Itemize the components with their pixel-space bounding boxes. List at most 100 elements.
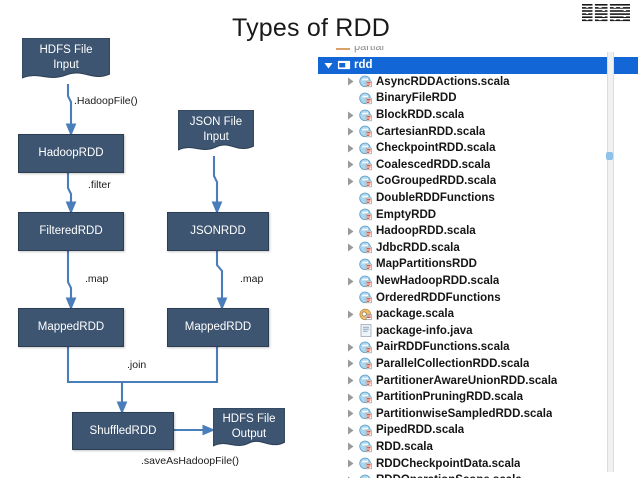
tree-row-label: CoalescedRDD.scala [376, 158, 491, 171]
node-label: ShuffledRDD [89, 424, 157, 437]
tree-row[interactable]: BinaryFileRDD [318, 90, 638, 107]
tree-row[interactable]: AsyncRDDActions.scala [318, 74, 638, 91]
edge-label-filter: .filter [88, 179, 111, 191]
tree-row-label: package.scala [376, 308, 455, 321]
scala-file-icon [358, 341, 373, 354]
tree-row[interactable]: CoGroupedRDD.scala [318, 173, 638, 190]
scala-file-icon [358, 374, 373, 387]
chevron-right-icon[interactable] [342, 459, 358, 468]
tree-row[interactable]: PartitionwiseSampledRDD.scala [318, 405, 638, 422]
tree-row[interactable]: HadoopRDD.scala [318, 223, 638, 240]
tree-row-label: EmptyRDD [376, 208, 437, 221]
tree-row[interactable]: package.scala [318, 306, 638, 323]
chevron-right-icon[interactable] [342, 426, 358, 435]
scala-file-icon [358, 109, 373, 122]
scrollbar-position-marker[interactable] [606, 152, 613, 160]
tree-row-label: PartitionwiseSampledRDD.scala [376, 407, 553, 420]
tree-row[interactable]: EmptyRDD [318, 206, 638, 223]
node-mappedrdd-left[interactable]: MappedRDD [18, 308, 124, 347]
tree-row-label: RDD.scala [376, 440, 433, 453]
chevron-right-icon[interactable] [342, 343, 358, 352]
node-label: MappedRDD [184, 321, 252, 334]
chevron-right-icon[interactable] [342, 277, 358, 286]
tree-row[interactable]: BlockRDD.scala [318, 107, 638, 124]
scala-file-icon [358, 357, 373, 370]
chevron-right-icon[interactable] [342, 243, 358, 252]
tree-row-label: BinaryFileRDD [376, 92, 457, 105]
tree-row[interactable]: RDD.scala [318, 439, 638, 456]
scala-file-icon [358, 75, 373, 88]
tree-row[interactable]: PartitionPruningRDD.scala [318, 389, 638, 406]
tree-row[interactable]: CartesianRDD.scala [318, 123, 638, 140]
tree-row[interactable]: package-info.java [318, 323, 638, 340]
page-title: Types of RDD [232, 14, 391, 42]
tree-vertical-scrollbar[interactable] [607, 52, 614, 472]
tree-row-label: JdbcRDD.scala [376, 241, 460, 254]
chevron-right-icon[interactable] [342, 160, 358, 169]
chevron-right-icon[interactable] [342, 376, 358, 385]
node-mappedrdd-right[interactable]: MappedRDD [167, 308, 269, 347]
node-jsonrdd[interactable]: JSONRDD [167, 212, 269, 251]
scala-file-icon [358, 407, 373, 420]
node-shuffledrdd[interactable]: ShuffledRDD [72, 412, 174, 450]
scala-file-icon [358, 241, 373, 254]
chevron-right-icon[interactable] [342, 442, 358, 451]
chevron-right-icon[interactable] [342, 393, 358, 402]
chevron-down-icon[interactable] [320, 61, 336, 70]
chevron-right-icon[interactable] [342, 227, 358, 236]
node-filteredrdd[interactable]: FilteredRDD [18, 212, 124, 251]
edge-label-hadoopfile: .HadoopFile() [74, 95, 138, 107]
scala-file-icon [358, 158, 373, 171]
tree-row[interactable]: RDDCheckpointData.scala [318, 455, 638, 472]
scala-file-icon [358, 192, 373, 205]
scala-file-icon [358, 125, 373, 138]
tree-row[interactable]: NewHadoopRDD.scala [318, 273, 638, 290]
tree-row-label: RDDOperationScope.scala [376, 474, 522, 478]
chevron-right-icon[interactable] [342, 359, 358, 368]
edge-label-map-right: .map [240, 273, 264, 285]
scala-file-icon [358, 275, 373, 288]
tree-row[interactable]: MapPartitionsRDD [318, 256, 638, 273]
node-hadooprdd[interactable]: HadoopRDD [18, 134, 124, 173]
folder-icon [336, 59, 351, 71]
node-hdfs-output[interactable]: HDFS File Output [213, 408, 285, 450]
scala-file-icon [358, 92, 373, 105]
tree-row-label: CartesianRDD.scala [376, 125, 486, 138]
scala-file-icon [358, 225, 373, 238]
tree-row[interactable]: CheckpointRDD.scala [318, 140, 638, 157]
chevron-right-icon[interactable] [342, 127, 358, 136]
tree-row-label: NewHadoopRDD.scala [376, 275, 500, 288]
node-label: HadoopRDD [38, 147, 104, 160]
tree-row[interactable]: ParallelCollectionRDD.scala [318, 356, 638, 373]
node-json-input[interactable]: JSON File Input [178, 110, 254, 154]
tree-row[interactable]: OrderedRDDFunctions [318, 289, 638, 306]
chevron-right-icon[interactable] [342, 144, 358, 153]
scala-file-icon [358, 474, 373, 478]
scala-file-icon [358, 391, 373, 404]
tree-row[interactable]: PairRDDFunctions.scala [318, 339, 638, 356]
chevron-right-icon[interactable] [342, 409, 358, 418]
node-hdfs-input[interactable]: HDFS File Input [22, 38, 110, 82]
scala-file-icon [358, 457, 373, 470]
chevron-right-icon[interactable] [342, 111, 358, 120]
chevron-right-icon[interactable] [342, 177, 358, 186]
tree-row[interactable]: PipedRDD.scala [318, 422, 638, 439]
clipped-row-marker [336, 48, 350, 50]
tree-row[interactable]: JdbcRDD.scala [318, 240, 638, 257]
node-label: HDFS File Input [39, 44, 93, 71]
java-doc-icon [358, 324, 373, 338]
scala-file-icon [358, 258, 373, 271]
tree-row[interactable]: CoalescedRDD.scala [318, 157, 638, 174]
tree-row[interactable]: RDDOperationScope.scala [318, 472, 638, 478]
tree-row[interactable]: DoubleRDDFunctions [318, 190, 638, 207]
chevron-right-icon[interactable] [342, 310, 358, 319]
scala-file-icon [358, 208, 373, 221]
chevron-right-icon[interactable] [342, 77, 358, 86]
scala-file-icon [358, 291, 373, 304]
tree-row[interactable]: rdd [318, 57, 638, 74]
tree-row[interactable]: PartitionerAwareUnionRDD.scala [318, 372, 638, 389]
tree-row-label: ParallelCollectionRDD.scala [376, 357, 530, 370]
clipped-tree-row: partial [318, 46, 638, 58]
